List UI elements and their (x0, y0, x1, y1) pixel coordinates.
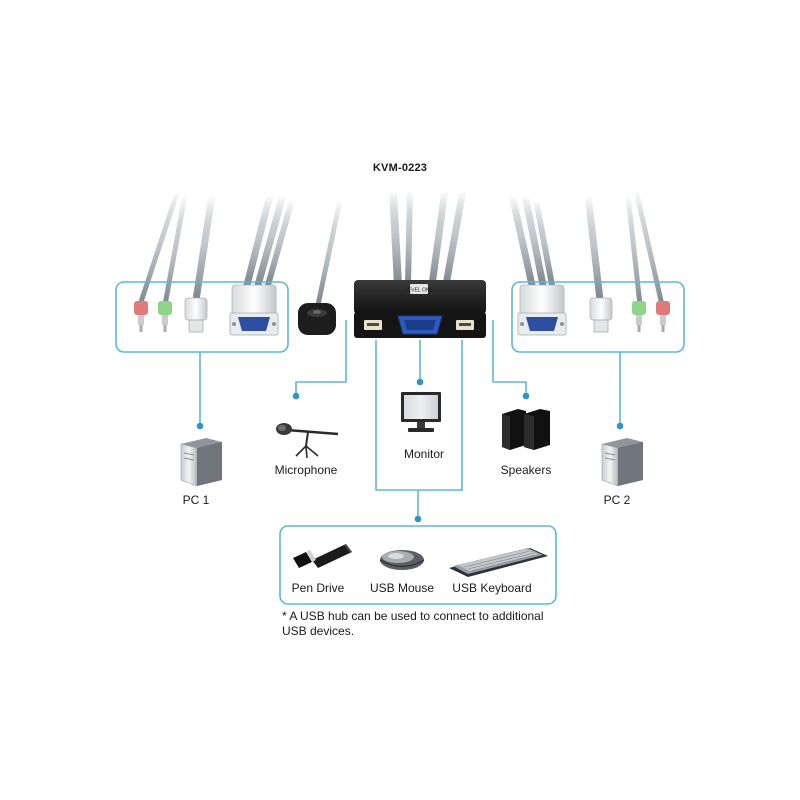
pc1-mic-plug-icon (134, 301, 148, 332)
cable-pc2-vga-a (508, 191, 536, 289)
usb-keyboard-icon (449, 548, 548, 577)
dot-speakers (522, 392, 530, 400)
microphone-icon (276, 423, 339, 459)
cable-pc2-vga-b (521, 191, 547, 289)
pc1-usb-plug-icon (184, 297, 208, 333)
pc2-vga-plug-icon (517, 284, 567, 336)
dot-monitor (416, 378, 424, 386)
connector-lines (115, 281, 685, 605)
pc2-tower-icon (601, 438, 643, 487)
pc1-tower-icon (180, 438, 222, 487)
cable-pc2-mic (633, 187, 665, 308)
usb-hub-footnote: * A USB hub can be used to connect to ad… (282, 609, 544, 638)
pc2-port-box (511, 281, 685, 353)
kvm-switch-icon: LEVEL ONE (354, 280, 486, 338)
pc1-speaker-plug-icon (158, 301, 172, 332)
line-speakers (492, 320, 527, 396)
usb-mouse-icon (379, 550, 425, 570)
pc2-speaker-plug-icon (632, 301, 646, 332)
diagram-title: KVM-0223 (372, 162, 428, 174)
pc2-plugs (517, 284, 670, 336)
cable-pc1-mic (137, 187, 181, 308)
cable-kvm-1 (389, 186, 402, 289)
cable-kvm-2 (405, 187, 413, 288)
line-usb-right (418, 340, 463, 491)
pen-drive-icon (293, 544, 352, 568)
cable-pc1-vga-a (243, 191, 274, 289)
kvm-logo: LEVEL ONE (405, 288, 433, 294)
remote-switch-icon (298, 303, 336, 335)
speakers-icon (502, 409, 550, 450)
cable-remote (315, 197, 343, 308)
dot-pc1 (196, 422, 204, 430)
pc1-port-box (115, 281, 289, 353)
label-monitor: Monitor (403, 447, 445, 461)
cable-pc1-vga-c (265, 197, 295, 288)
dot-microphone (292, 392, 300, 400)
label-pc1: PC 1 (182, 493, 210, 507)
line-usb-left (375, 340, 418, 491)
label-speakers: Speakers (500, 463, 552, 477)
cables (137, 186, 665, 308)
cable-pc1-spk (162, 192, 188, 308)
label-microphone: Microphone (274, 463, 338, 477)
cable-pc1-usb (192, 191, 216, 304)
usb-devices-box (279, 525, 557, 605)
cable-pc2-spk (625, 192, 643, 308)
dot-usb-hub (414, 515, 422, 523)
label-usb-mouse: USB Mouse (369, 581, 435, 595)
cable-kvm-3 (428, 186, 449, 289)
pc2-mic-plug-icon (656, 301, 670, 332)
connector-dots (196, 378, 624, 523)
monitor-icon (401, 392, 441, 432)
pc2-usb-plug-icon (589, 297, 613, 333)
cable-pc2-usb (584, 191, 604, 304)
label-usb-keyboard: USB Keyboard (452, 581, 532, 595)
cable-kvm-4 (442, 186, 467, 289)
dot-pc2 (616, 422, 624, 430)
label-pen-drive: Pen Drive (291, 581, 345, 595)
pc1-vga-plug-icon (229, 284, 279, 336)
label-pc2: PC 2 (603, 493, 631, 507)
pc1-plugs (134, 284, 279, 336)
line-microphone (295, 320, 347, 396)
cable-pc2-vga-c (533, 197, 555, 288)
cable-pc1-vga-b (254, 191, 287, 289)
